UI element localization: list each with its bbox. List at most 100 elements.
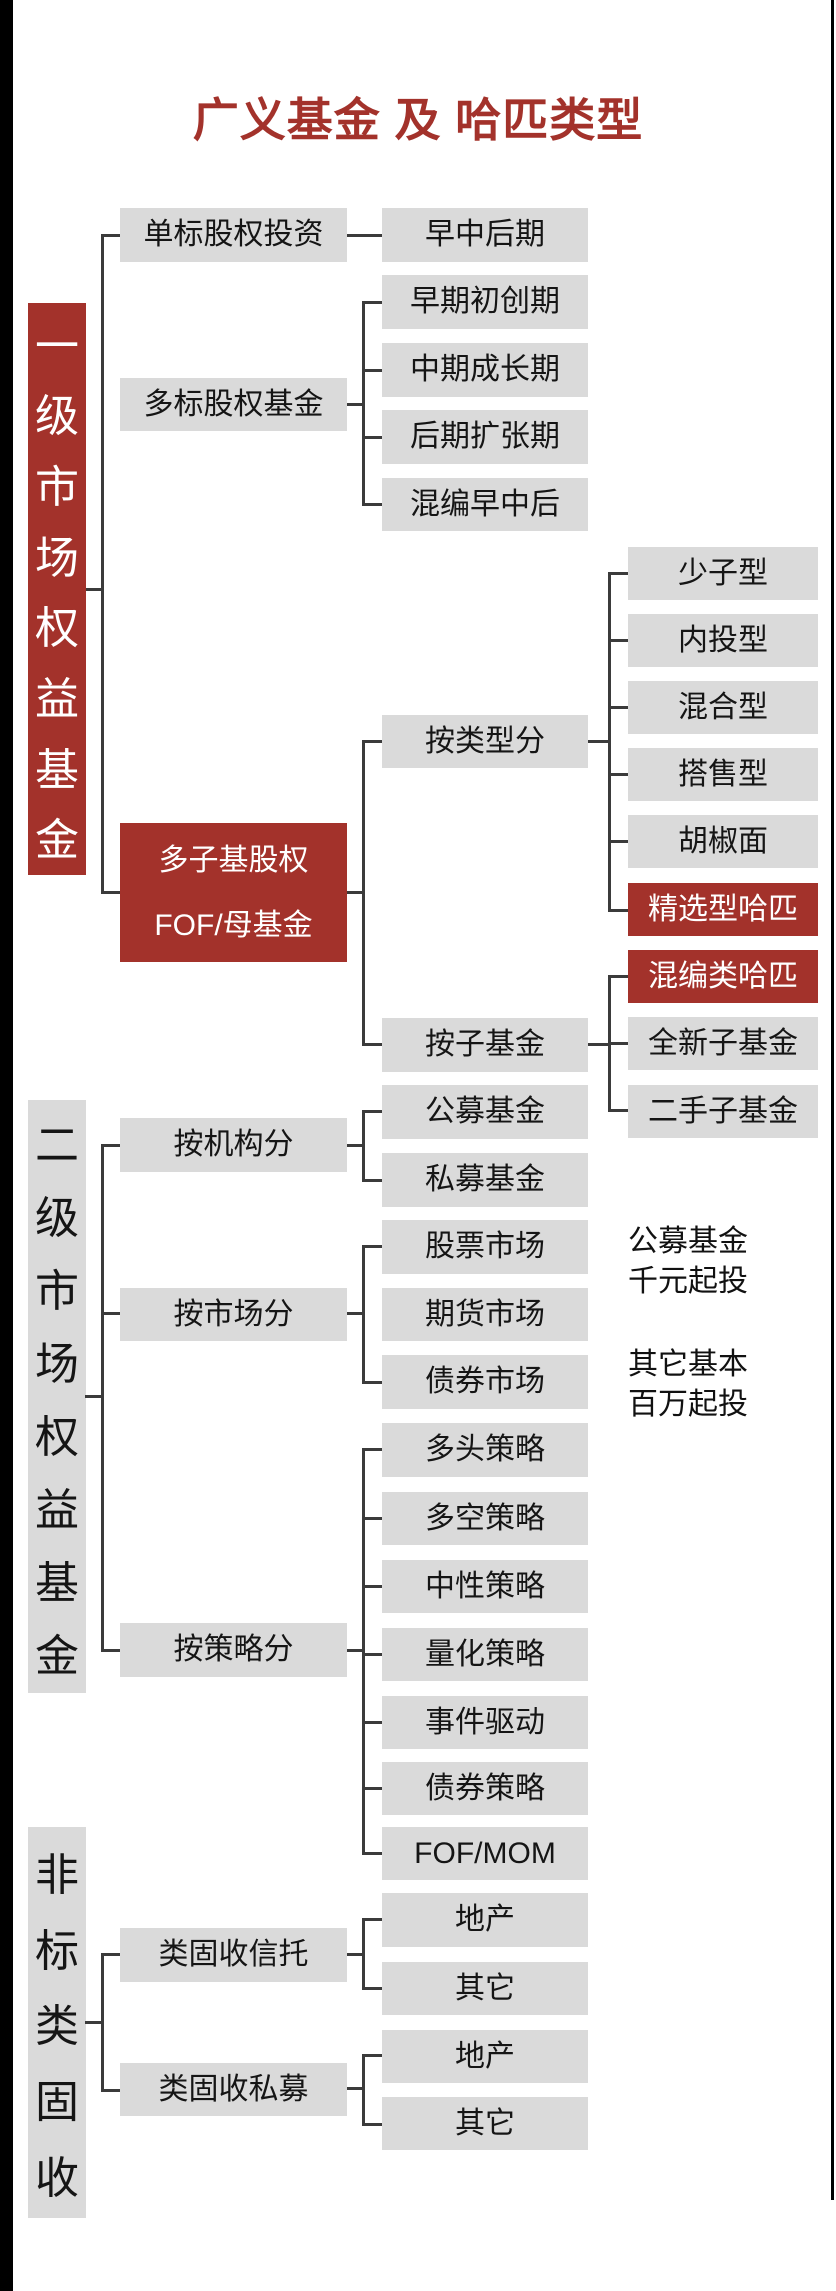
connector-line: [362, 1179, 382, 1182]
connector-line: [608, 572, 611, 912]
connector-line: [362, 1721, 382, 1724]
connector-line: [588, 1043, 610, 1046]
connector-line: [608, 706, 628, 709]
screen-edge-artifact-left: [0, 0, 13, 2291]
page-title: 广义基金 及 哈匹类型: [192, 94, 644, 146]
sidebar-char: 金: [35, 1632, 79, 1681]
connector-line: [608, 1109, 628, 1112]
tree-node: 其它: [382, 1962, 588, 2015]
connector-line: [362, 1653, 382, 1656]
tree-node: 地产: [382, 2030, 588, 2083]
tree-node: 中性策略: [382, 1560, 588, 1613]
connector-line: [101, 234, 104, 894]
connector-line: [362, 1585, 382, 1588]
tree-node: 中期成长期: [382, 343, 588, 397]
connector-line: [362, 369, 382, 372]
tree-node: 类固收信托: [120, 1928, 347, 1982]
tree-node: 多头策略: [382, 1423, 588, 1477]
note-other-fund-minimum: 其它基本 百万起投: [628, 1348, 748, 1421]
sidebar-primary-market: 一级市场权益基金: [28, 303, 86, 875]
tree-node: 按策略分: [120, 1623, 347, 1677]
connector-line: [362, 1110, 382, 1113]
connector-line: [362, 1918, 382, 1921]
connector-line: [101, 234, 120, 237]
connector-line: [362, 1245, 382, 1248]
connector-line: [362, 2054, 382, 2057]
connector-line: [347, 1144, 364, 1147]
tree-node: 量化策略: [382, 1628, 588, 1681]
tree-node: 股票市场: [382, 1220, 588, 1274]
connector-line: [362, 1245, 365, 1384]
tree-node: 事件驱动: [382, 1696, 588, 1749]
connector-line: [362, 301, 382, 304]
tree-node: 私募基金: [382, 1153, 588, 1207]
tree-node: 期货市场: [382, 1288, 588, 1341]
tree-node: 债券策略: [382, 1762, 588, 1815]
sidebar-char: 基: [35, 1559, 79, 1608]
connector-line: [362, 1787, 382, 1790]
connector-line: [608, 909, 628, 912]
tree-node: 混编早中后: [382, 478, 588, 531]
connector-line: [362, 436, 382, 439]
tree-node: 多标股权基金: [120, 378, 347, 431]
tree-node: 按类型分: [382, 715, 588, 768]
connector-line: [588, 740, 610, 743]
sidebar-nonstandard-fixed-income: 非标类固收: [28, 1827, 86, 2218]
connector-line: [362, 1043, 382, 1046]
sidebar-char: 级: [35, 392, 79, 442]
connector-line: [608, 572, 628, 575]
tree-node: 其它: [382, 2097, 588, 2150]
tree-node: FOF/MOM: [382, 1827, 588, 1880]
sidebar-char: 类: [35, 2002, 79, 2052]
tree-node: 精选型哈匹: [628, 883, 818, 936]
connector-line: [347, 891, 364, 894]
sidebar-char: 级: [35, 1194, 79, 1243]
sidebar-char: 益: [35, 674, 79, 724]
connector-line: [362, 1110, 365, 1182]
connector-line: [362, 740, 382, 743]
tree-node: 早期初创期: [382, 275, 588, 329]
sidebar-char: 收: [35, 2154, 79, 2204]
sidebar-char: 金: [35, 816, 79, 866]
sidebar-char: 市: [35, 1267, 79, 1316]
connector-line: [101, 1144, 120, 1147]
connector-line: [101, 2089, 120, 2092]
sidebar-char: 市: [35, 462, 79, 512]
connector-line: [362, 1448, 365, 1855]
tree-node: 按子基金: [382, 1018, 588, 1072]
connector-line: [347, 2087, 364, 2090]
tree-node: 类固收私募: [120, 2063, 347, 2116]
connector-line: [362, 301, 365, 506]
connector-line: [347, 1649, 364, 1652]
tree-node: 混合型: [628, 681, 818, 734]
tree-node: 搭售型: [628, 748, 818, 801]
sidebar-secondary-market: 二级市场权益基金: [28, 1100, 86, 1693]
sidebar-char: 场: [35, 533, 79, 583]
connector-line: [362, 1448, 382, 1451]
tree-node: 按机构分: [120, 1118, 347, 1172]
connector-line: [608, 1042, 628, 1045]
connector-line: [608, 773, 628, 776]
sidebar-char: 二: [35, 1121, 79, 1170]
connector-line: [362, 740, 365, 1046]
tree-node: 债券市场: [382, 1355, 588, 1409]
connector-line: [362, 1918, 365, 1990]
sidebar-char: 基: [35, 745, 79, 795]
connector-line: [347, 1312, 364, 1315]
connector-line: [347, 234, 382, 237]
tree-node: 全新子基金: [628, 1017, 818, 1070]
tree-node: 胡椒面: [628, 815, 818, 868]
connector-line: [608, 975, 628, 978]
connector-line: [362, 1517, 382, 1520]
connector-line: [101, 1144, 104, 1652]
connector-line: [362, 1381, 382, 1384]
connector-line: [101, 1312, 120, 1315]
sidebar-char: 一: [35, 321, 79, 371]
connector-line: [362, 1987, 382, 1990]
connector-line: [608, 639, 628, 642]
tree-node: 内投型: [628, 614, 818, 667]
connector-line: [85, 2021, 101, 2024]
connector-line: [101, 1953, 104, 2092]
sidebar-char: 场: [35, 1340, 79, 1389]
